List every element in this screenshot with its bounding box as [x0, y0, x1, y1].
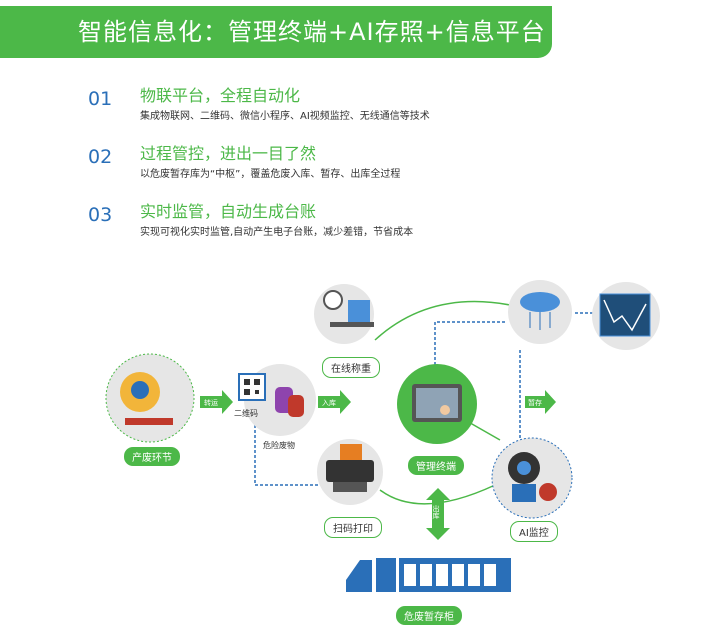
- label-storage: 危废暂存柜: [396, 606, 462, 625]
- box-icon: [348, 300, 370, 322]
- chart-icon: [599, 293, 651, 337]
- connector-line: [374, 300, 511, 341]
- label-source: 产废环节: [124, 447, 180, 466]
- label-hazmat: 危险废物: [263, 441, 295, 450]
- feature-title: 过程管控，进出一目了然: [140, 144, 317, 163]
- paper-icon: [340, 444, 362, 462]
- monitor-node: [592, 282, 660, 350]
- arrow-out: [426, 488, 450, 540]
- printer-node: [317, 439, 383, 505]
- feature-item: 02 过程管控，进出一目了然 以危废暂存库为“中枢”，覆盖危废入库、暂存、出库全…: [88, 138, 648, 196]
- feature-number: 01: [88, 88, 113, 110]
- label-ai: AI监控: [510, 521, 558, 542]
- cloud-node: [508, 280, 572, 344]
- feature-desc: 以危废暂存库为“中枢”，覆盖危废入库、暂存、出库全过程: [140, 169, 401, 180]
- connector-line: [434, 321, 505, 365]
- scale-node: [314, 284, 374, 344]
- source-node: [105, 353, 195, 443]
- label-qrcode: 二维码: [234, 409, 258, 418]
- label-arrow-store: 暂存: [528, 399, 542, 407]
- printer-icon: [326, 460, 374, 482]
- arrow-store: [525, 390, 556, 414]
- banner-title: 智能信息化：管理终端+AI存照+信息平台: [0, 6, 552, 58]
- feature-title: 实时监管，自动生成台账: [140, 202, 317, 221]
- feature-item: 03 实时监管，自动生成台账 实现可视化实时监管,自动产生电子台账，减少差错，节…: [88, 196, 648, 254]
- label-scale: 在线称重: [322, 357, 380, 378]
- ai-node: [491, 437, 573, 519]
- gauge-icon: [323, 290, 343, 310]
- terminal-node: [397, 364, 477, 444]
- connector-line: [254, 410, 318, 486]
- label-arrow-out: 出库: [432, 505, 440, 519]
- arrow-in: [318, 390, 351, 414]
- label-terminal: 管理终端: [408, 456, 464, 475]
- check-icon: [539, 483, 557, 501]
- qrcode-node: [238, 364, 316, 436]
- feature-list: 01 物联平台，全程自动化 集成物联网、二维码、微信小程序、AI视频监控、无线通…: [88, 80, 648, 254]
- qrcode-icon: [238, 373, 266, 401]
- label-arrow-in: 入库: [322, 399, 336, 407]
- feature-title: 物联平台，全程自动化: [140, 86, 301, 105]
- feature-item: 01 物联平台，全程自动化 集成物联网、二维码、微信小程序、AI视频监控、无线通…: [88, 80, 648, 138]
- label-arrow-transfer: 转运: [204, 399, 218, 407]
- feature-number: 03: [88, 204, 113, 226]
- feature-number: 02: [88, 146, 113, 168]
- cloud-icon: [520, 292, 560, 312]
- feature-desc: 实现可视化实时监管,自动产生电子台账，减少差错，节省成本: [140, 227, 414, 238]
- feature-desc: 集成物联网、二维码、微信小程序、AI视频监控、无线通信等技术: [140, 111, 430, 122]
- label-printer: 扫码打印: [324, 517, 382, 538]
- storage-cabinet: [346, 558, 511, 592]
- connector-line: [379, 484, 496, 505]
- arrow-transfer: [200, 390, 233, 414]
